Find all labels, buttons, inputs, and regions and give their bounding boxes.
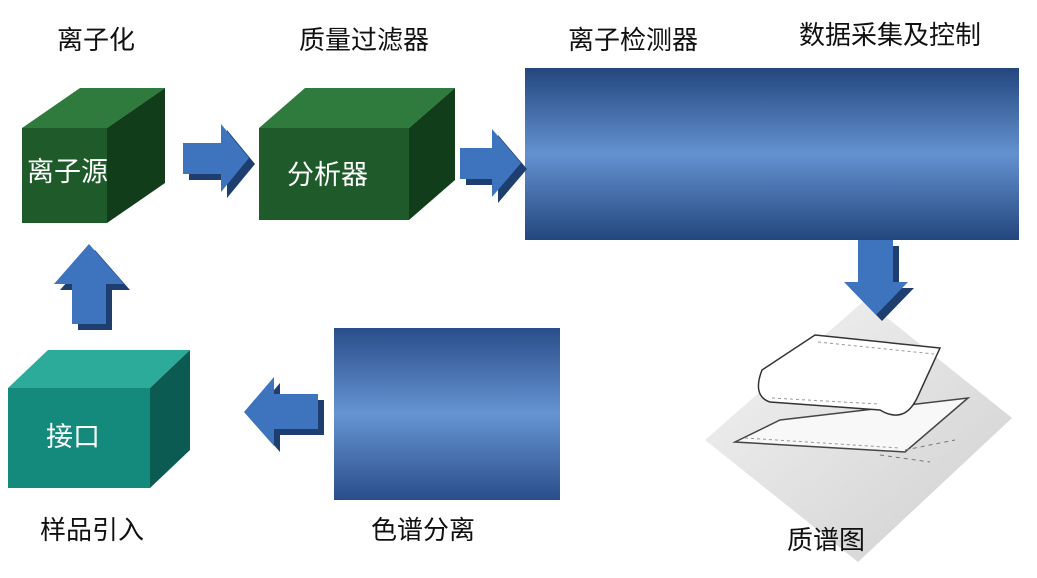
- analyzer-label: 分析器: [287, 160, 368, 191]
- arrow-right-1: [183, 124, 255, 198]
- arrow-up: [54, 244, 130, 330]
- arrow-left: [244, 377, 324, 452]
- interface-box: [8, 350, 190, 488]
- label-ionization: 离子化: [57, 26, 136, 56]
- label-data-acquisition: 数据采集及控制: [799, 21, 982, 51]
- label-ion-detector: 离子检测器: [568, 26, 699, 56]
- ion-detector-tube: [525, 68, 1019, 240]
- arrow-right-2: [460, 129, 527, 203]
- chromatography-block: [334, 328, 560, 500]
- analyzer-box: [259, 88, 455, 220]
- ion-source-box: [22, 88, 165, 223]
- label-chromatography: 色谱分离: [371, 516, 476, 546]
- interface-label: 接口: [46, 422, 100, 453]
- label-sample-intro: 样品引入: [40, 516, 145, 546]
- arrow-down: [844, 240, 914, 321]
- label-mass-filter: 质量过滤器: [299, 26, 430, 56]
- mass-spectrum-illustration: [705, 300, 1012, 562]
- ion-source-label: 离子源: [27, 157, 108, 188]
- label-mass-spectrum: 质谱图: [787, 526, 866, 556]
